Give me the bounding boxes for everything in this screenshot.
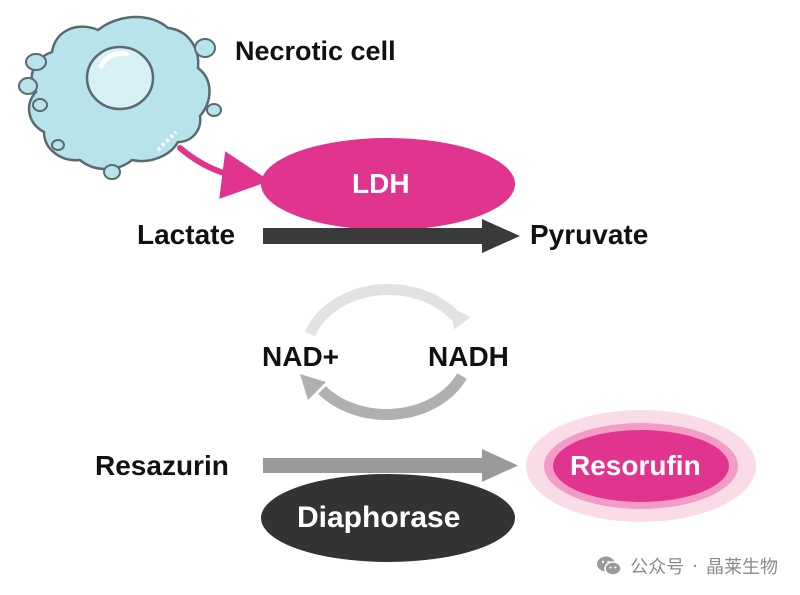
- nad-plus-label: NAD+: [262, 341, 340, 372]
- release-arrow: [177, 145, 270, 199]
- resorufin-halo: [526, 410, 756, 522]
- watermark-name: 晶莱生物: [706, 557, 778, 578]
- wechat-icon: [597, 556, 623, 576]
- necrotic-cell-label: Necrotic cell: [235, 36, 396, 66]
- resazurin-resorufin-arrow: [263, 449, 518, 482]
- ldh-ellipse: [261, 138, 515, 230]
- cycle-arrow-top: [304, 283, 471, 337]
- nadh-label: NADH: [428, 341, 509, 372]
- ldh-label: LDH: [352, 168, 410, 199]
- cycle-arrow-bottom: [300, 373, 467, 421]
- watermark-separator: ·: [692, 555, 698, 577]
- resorufin-label: Resorufin: [570, 450, 701, 481]
- watermark: 公众号 · 晶莱生物: [596, 553, 778, 579]
- diaphorase-ellipse: [261, 474, 515, 562]
- necrotic-cell-icon: [18, 15, 222, 180]
- lactate-label: Lactate: [137, 219, 236, 250]
- watermark-account: 公众号: [630, 557, 685, 578]
- diaphorase-label: Diaphorase: [297, 501, 461, 534]
- lactate-pyruvate-arrow: [263, 219, 520, 253]
- pyruvate-label: Pyruvate: [530, 219, 649, 250]
- resazurin-label: Resazurin: [95, 450, 229, 481]
